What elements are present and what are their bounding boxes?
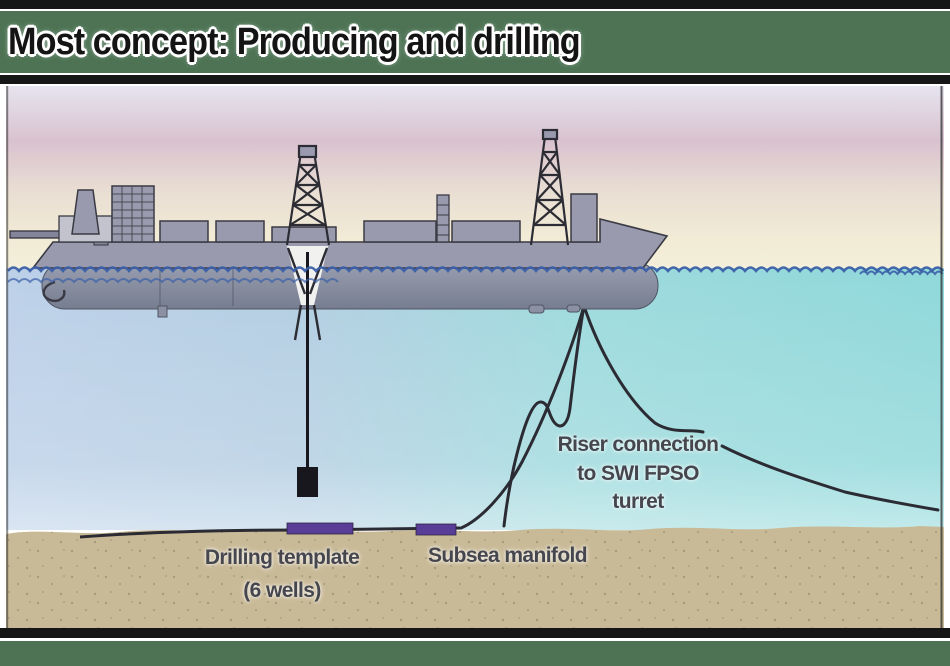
- stern-anchor-detail: [42, 280, 66, 303]
- riser-label-line3: turret: [612, 490, 664, 513]
- drilling-template-marker: [286, 522, 354, 535]
- accommodation-block: [111, 185, 155, 243]
- riser-label-line1: Riser connection: [557, 433, 719, 456]
- top-black-bar: [0, 0, 950, 9]
- bottom-green-band: [0, 641, 950, 666]
- divider-rule-bottom: [0, 628, 950, 638]
- drilling-template-label-line1: Drilling template: [204, 546, 360, 569]
- illustration: [6, 86, 944, 628]
- divider-rule-top: [0, 75, 950, 84]
- riser-lines: [459, 304, 940, 530]
- wave-row-right: [859, 270, 944, 276]
- riser-to-manifold: [459, 304, 586, 530]
- turret: [528, 304, 581, 314]
- riser-export-lower: [720, 444, 940, 512]
- riser-lazy-wave: [502, 304, 586, 528]
- riser-label-line2: to SWI FPSO: [577, 461, 699, 485]
- riser-connection-label: Riser connection to SWI FPSO turret: [540, 431, 736, 517]
- wave-row-main: [7, 266, 944, 273]
- bow-derrick: [529, 128, 570, 246]
- waterline-waves: [7, 266, 944, 284]
- subsea-manifold-marker: [415, 523, 457, 536]
- hull-keel-detail: [157, 305, 168, 318]
- drill-string: [297, 252, 318, 497]
- drill-bit-block: [297, 467, 318, 497]
- subsea-manifold-label: Subsea manifold: [427, 544, 588, 567]
- drilling-derrick: [285, 144, 331, 246]
- drilling-template-label-line2: (6 wells): [243, 579, 321, 602]
- seafloor: [6, 526, 944, 628]
- deck-modules: [159, 193, 598, 243]
- lattice-mast: [436, 194, 450, 243]
- wave-row-secondary: [7, 278, 339, 284]
- riser-export-upper: [582, 304, 705, 434]
- fpso-vessel: [9, 128, 669, 341]
- drilling-template-label: Drilling template (6 wells): [172, 541, 392, 607]
- funnel: [71, 189, 100, 235]
- figure-title: Most concept: Producing and drilling: [8, 20, 581, 63]
- title-band: Most concept: Producing and drilling: [0, 11, 950, 73]
